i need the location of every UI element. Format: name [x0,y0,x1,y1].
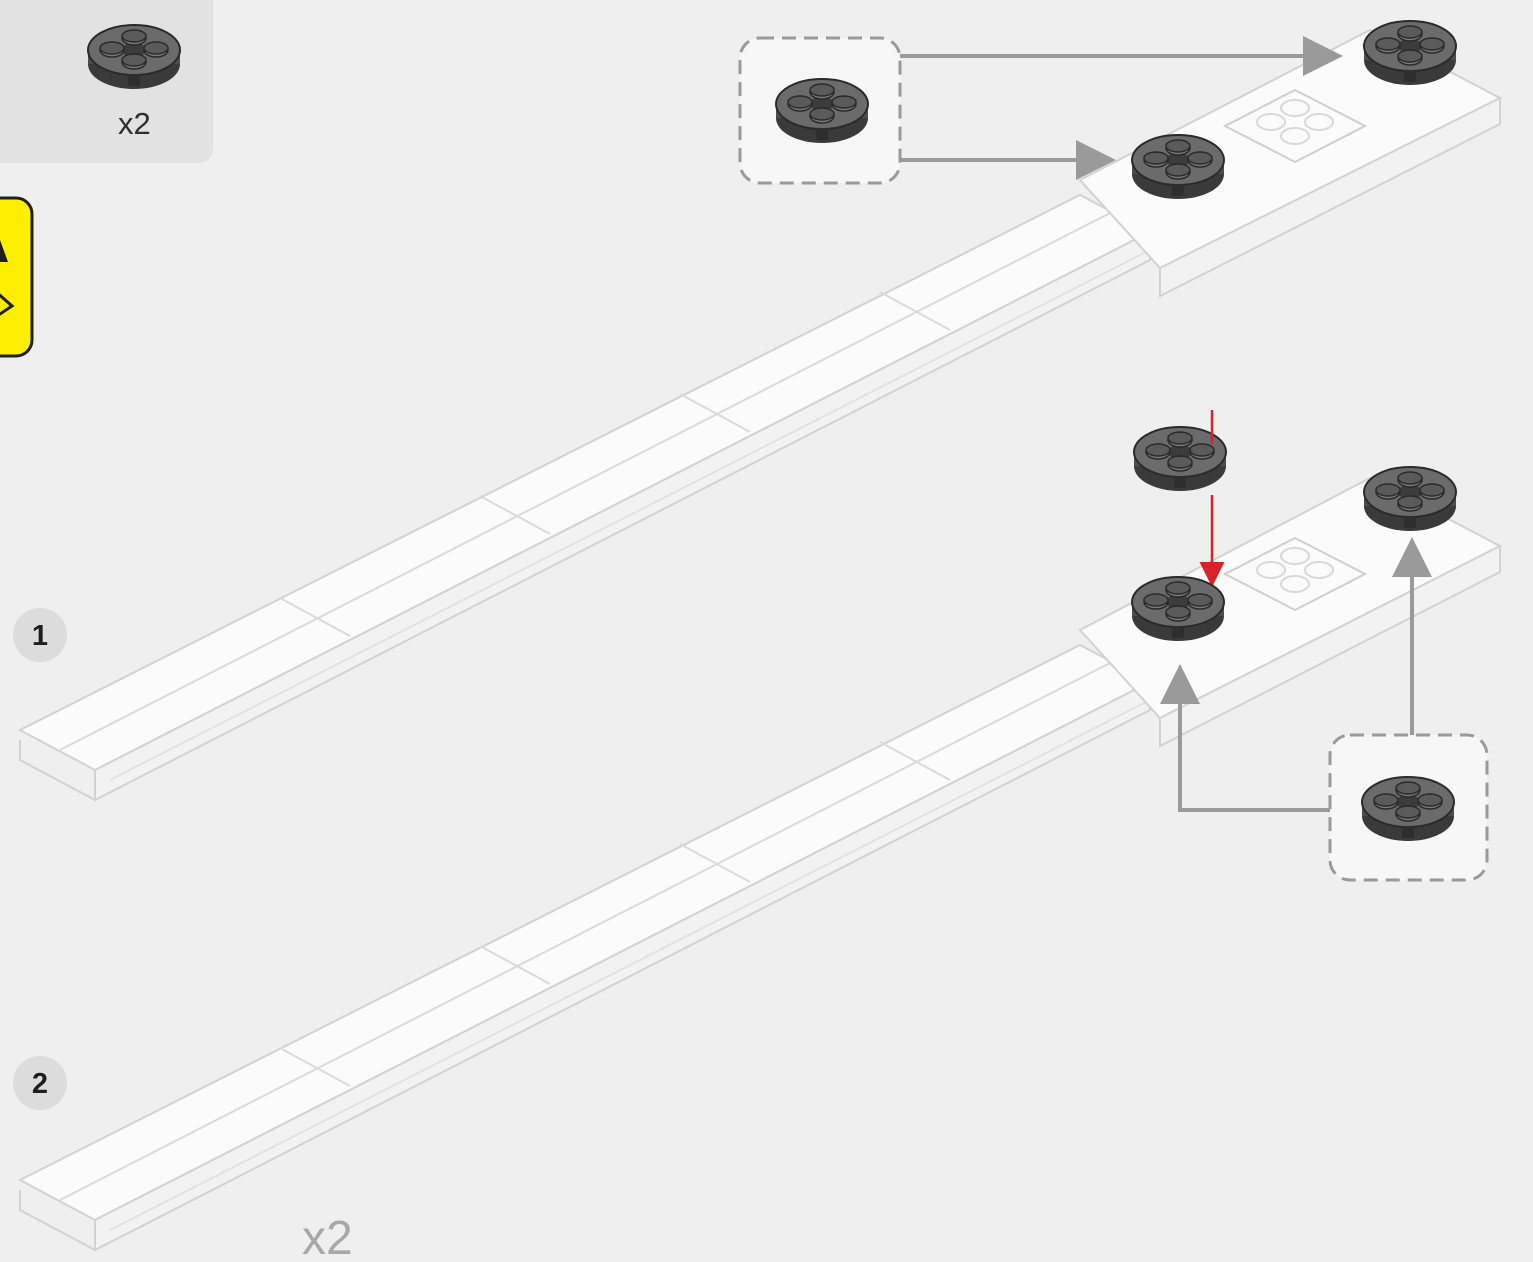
step-number-1: 1 [13,608,67,662]
step-number-2: 2 [13,1056,67,1110]
placed-round-plate-icon [1364,21,1456,85]
placed-round-plate-icon [1364,467,1456,531]
svg-text:2: 2 [32,1068,48,1100]
svg-text:1: 1 [32,620,48,652]
placed-round-plate-icon [1132,577,1224,641]
step-1-callout-box [740,38,900,183]
callout-round-plate-icon [776,79,868,143]
callout-round-plate-icon [1362,777,1454,841]
parts-quantity-label: x2 [118,106,151,141]
placed-round-plate-icon [1132,135,1224,199]
round-plate-icon [88,25,180,89]
rotate-warning-icon [0,198,32,356]
beam-assembly-2 [20,478,1500,1250]
step-2-callout-box [1330,735,1487,880]
sub-assembly-multiplier: x2 [302,1212,353,1262]
parts-list-panel: x2 [0,0,213,163]
